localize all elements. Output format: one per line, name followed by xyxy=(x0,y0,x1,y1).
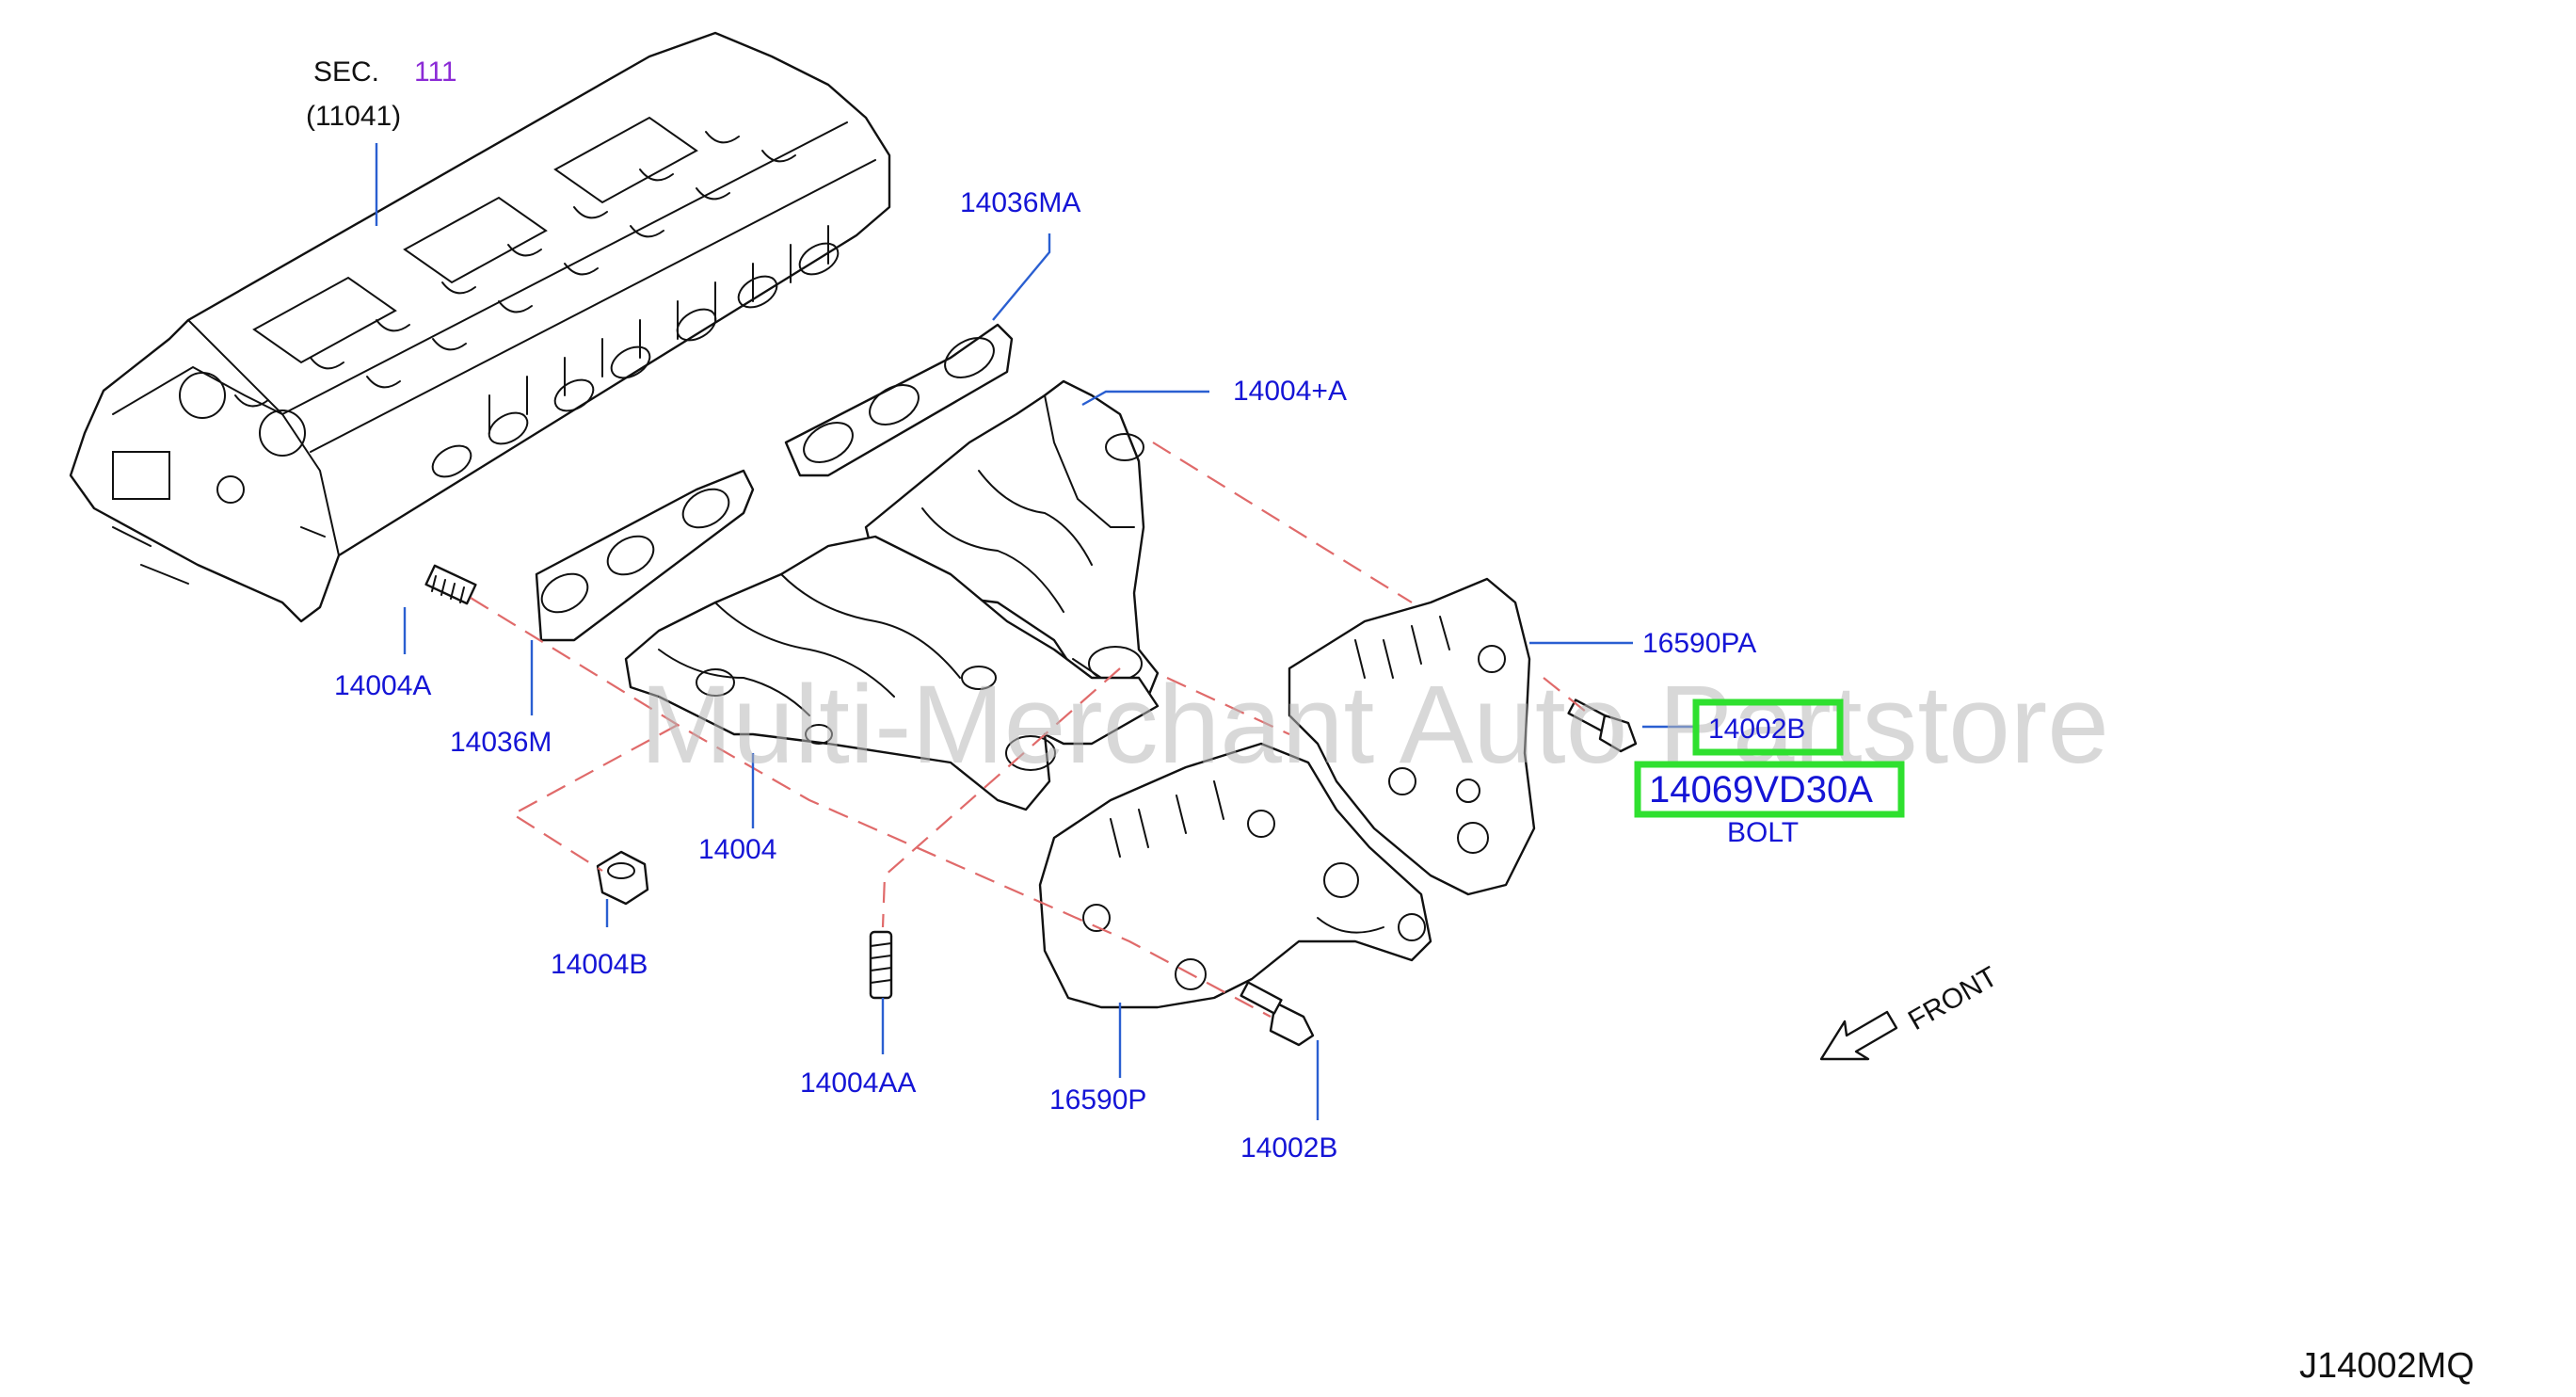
front-direction-arrow: FRONT xyxy=(1819,961,2003,1061)
drawing-number: J14002MQ xyxy=(2299,1346,2474,1386)
callout-14004[interactable]: 14004 xyxy=(698,834,776,865)
part-number[interactable]: 14069VD30A xyxy=(1649,769,1873,811)
exhaust-manifold-right xyxy=(864,379,1160,703)
part-number-highlight-box xyxy=(1634,761,1905,818)
callout-14002b-right[interactable]: 14002B xyxy=(1708,714,1805,745)
callout-16590pa[interactable]: 16590PA xyxy=(1642,628,1756,659)
watermark: Multi-Merchant Auto Partstore xyxy=(640,663,2109,787)
section-prefix: SEC. xyxy=(313,56,379,88)
callout-14004b[interactable]: 14004B xyxy=(551,949,648,980)
nut-14004b xyxy=(596,850,649,906)
cam-saddles xyxy=(234,131,796,408)
stud-14004aa xyxy=(869,930,893,1000)
callout-14036ma[interactable]: 14036MA xyxy=(960,187,1080,218)
section-part-code: (11041) xyxy=(306,101,401,132)
heat-insulator-right xyxy=(1288,577,1536,896)
alignment-lines xyxy=(470,442,1592,1018)
callout-14036m[interactable]: 14036M xyxy=(450,727,552,758)
callout-14002b-highlight-box xyxy=(1692,698,1844,756)
cylinder-head xyxy=(69,31,891,623)
callout-14004-plus-a[interactable]: 14004+A xyxy=(1233,376,1347,407)
section-number[interactable]: 111 xyxy=(414,56,457,88)
gasket-lower xyxy=(535,469,755,642)
exhaust-manifold-left xyxy=(624,535,1160,811)
highlighted-part: 14002B 14069VD30A BOLT xyxy=(1634,698,1905,848)
leader-lines xyxy=(375,143,1694,1120)
callout-16590p[interactable]: 16590P xyxy=(1049,1084,1146,1116)
callout-14004aa[interactable]: 14004AA xyxy=(800,1068,916,1099)
gasket-upper xyxy=(784,323,1014,477)
front-label: FRONT xyxy=(1903,961,2003,1036)
bolt-14002b-lower xyxy=(1240,981,1315,1047)
bolt-14002b-right xyxy=(1567,698,1638,753)
stud-14004a xyxy=(424,564,477,605)
part-name: BOLT xyxy=(1727,817,1799,848)
section-reference: SEC. 111 (11041) xyxy=(306,56,457,132)
callout-14004a[interactable]: 14004A xyxy=(334,670,431,701)
heat-insulator-left xyxy=(1038,742,1432,1009)
callout-14002b-lower[interactable]: 14002B xyxy=(1240,1132,1337,1164)
